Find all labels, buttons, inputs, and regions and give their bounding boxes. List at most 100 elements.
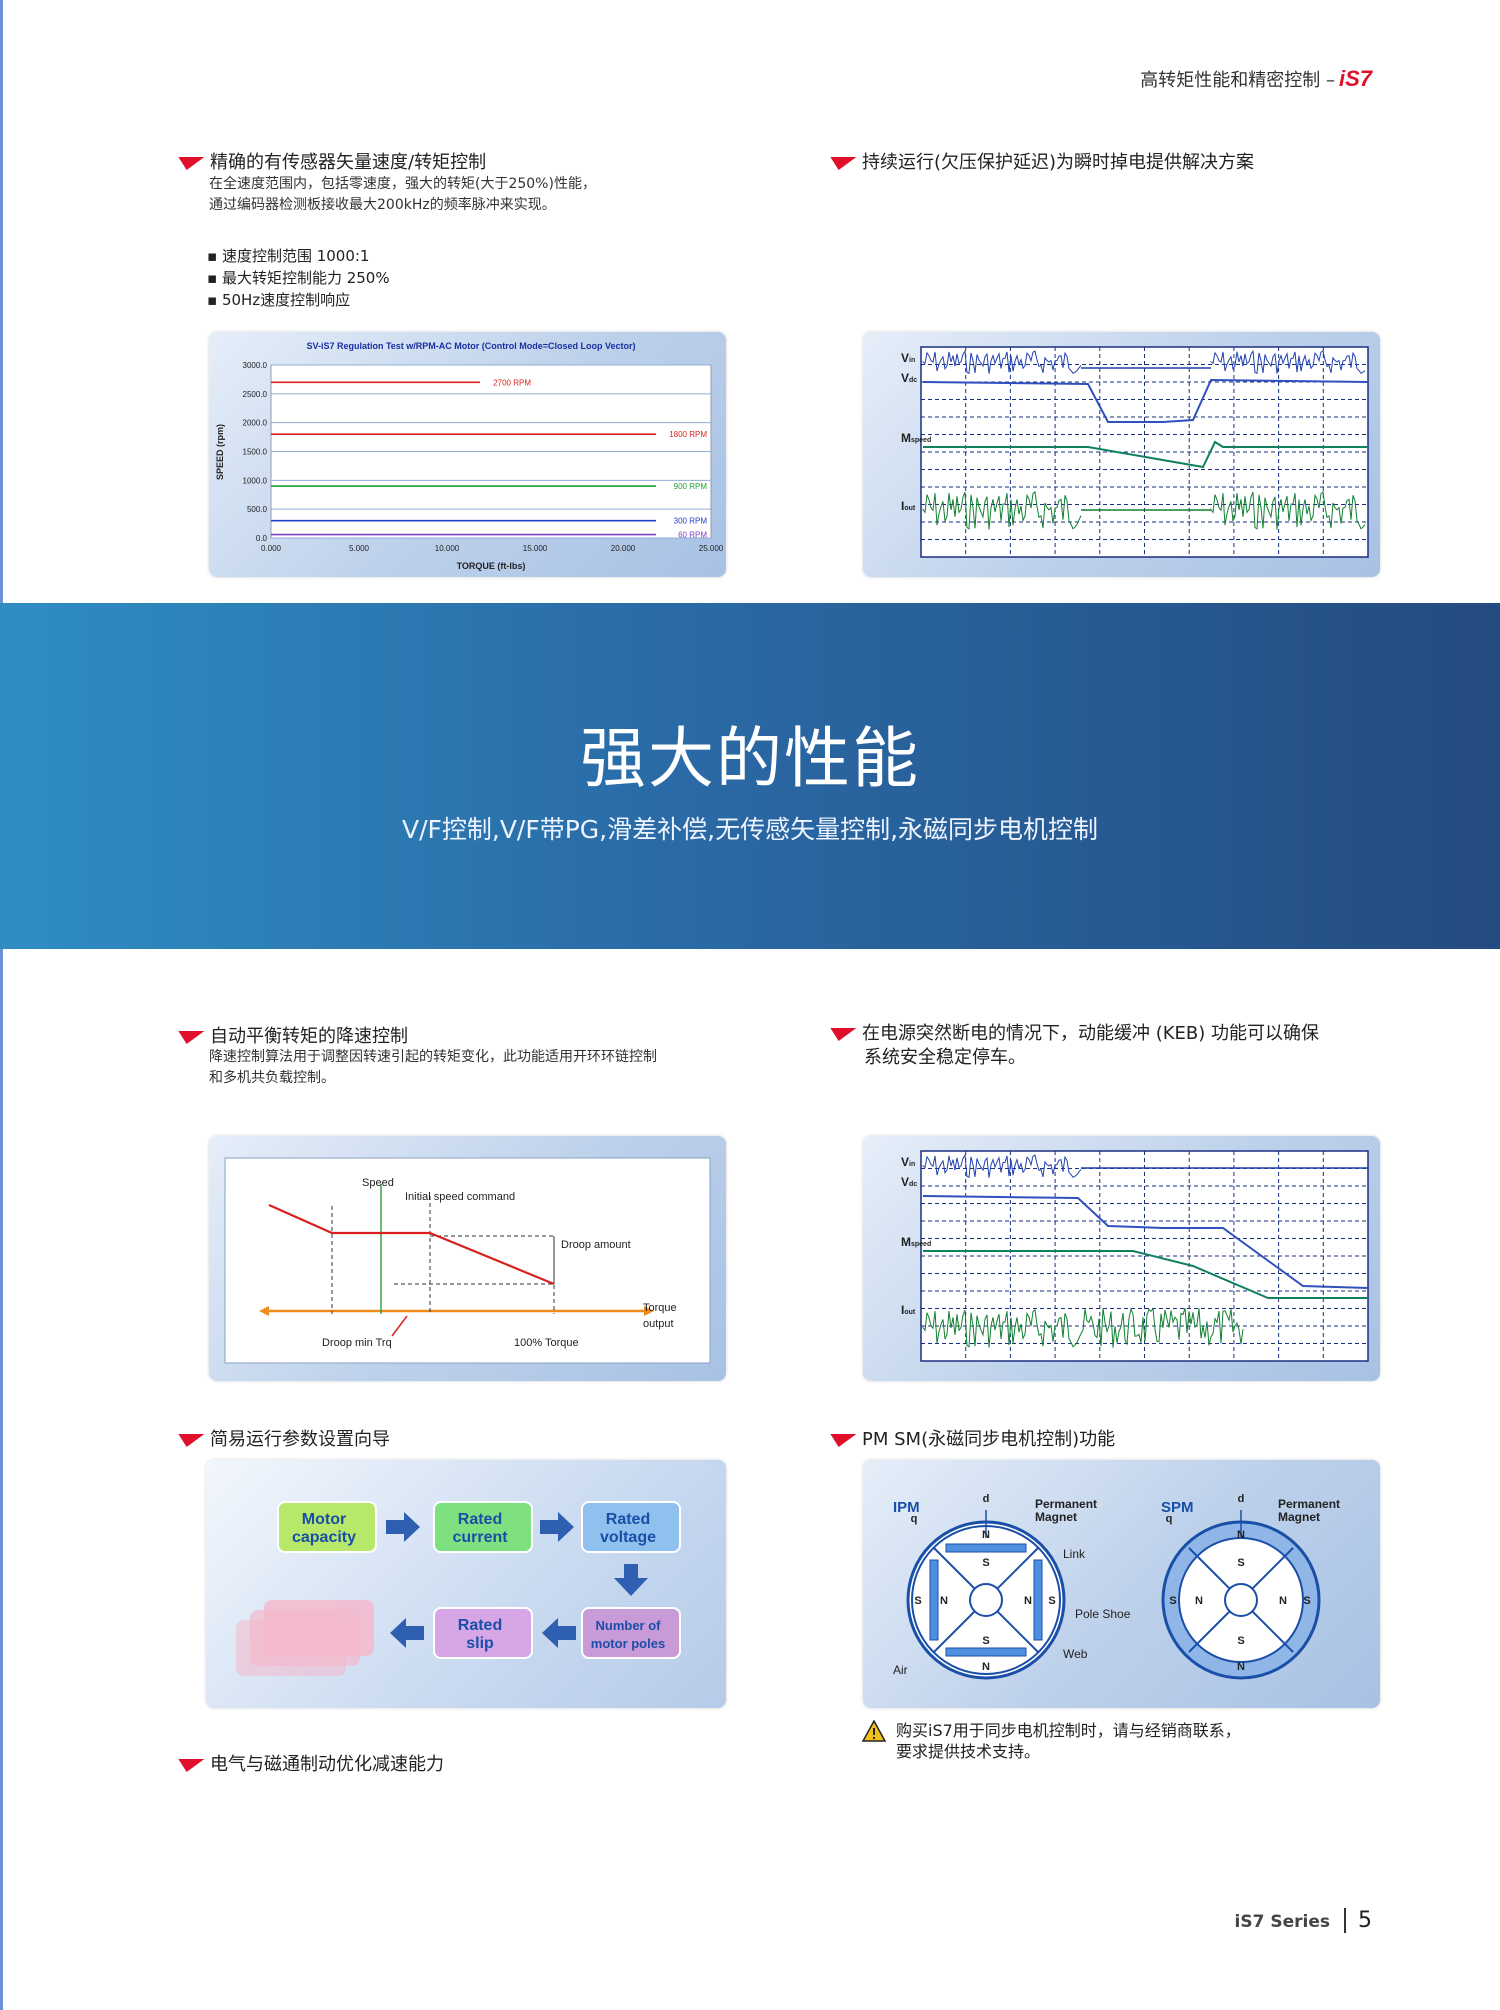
chart-title: SV-iS7 Regulation Test w/RPM-AC Motor (C… bbox=[306, 341, 635, 351]
waveform-label: Vdc bbox=[901, 371, 917, 385]
series-label: 900 RPM bbox=[674, 482, 708, 491]
section-pmsm: PM SM(永磁同步电机控制)功能 bbox=[825, 1425, 1115, 1451]
waveform-label: Iout bbox=[901, 1303, 916, 1317]
d-axis-label: d bbox=[983, 1493, 990, 1505]
pmsm-panel: IPM SPM Permanent Magnet Permanent Magne… bbox=[863, 1460, 1380, 1708]
flow-arrow-icon bbox=[540, 1512, 574, 1542]
pole-label: N bbox=[940, 1595, 948, 1607]
pole-label: S bbox=[1048, 1595, 1055, 1607]
droop-amount-label: Droop amount bbox=[561, 1239, 631, 1251]
desc-line: 通过编码器检测板接收最大200kHz的频率脉冲来实现。 bbox=[209, 197, 556, 213]
speed-droop-line bbox=[268, 1203, 555, 1286]
warning-line: 要求提供技术支持。 bbox=[896, 1742, 1041, 1761]
diagram-background bbox=[224, 1157, 711, 1364]
section-title-cont: 系统安全稳定停车。 bbox=[864, 1047, 1026, 1068]
section-title: 精确的有传感器矢量速度/转矩控制 bbox=[210, 152, 487, 173]
page-header: 高转矩性能和精密控制 –iS7 bbox=[1140, 66, 1372, 92]
svg-text:Motor: Motor bbox=[302, 1511, 346, 1528]
regulation-chart-panel: SV-iS7 Regulation Test w/RPM-AC Motor (C… bbox=[209, 332, 726, 577]
red-arrow-icon bbox=[825, 1027, 857, 1041]
desc-line: 和多机共负载控制。 bbox=[209, 1070, 335, 1086]
pole-label: S bbox=[1303, 1595, 1310, 1607]
initial-speed-label: Initial speed command bbox=[405, 1191, 515, 1203]
pole-label: N bbox=[1237, 1661, 1245, 1673]
bullet-item: ▪ 速度控制范围 1000:1 bbox=[207, 247, 370, 265]
red-arrow-icon bbox=[173, 156, 205, 170]
pole-label: S bbox=[982, 1635, 989, 1647]
magnet-bar bbox=[945, 1647, 1027, 1657]
feature-bullet-list: ▪ 速度控制范围 1000:1 ▪ 最大转矩控制能力 250% ▪ 50Hz速度… bbox=[207, 245, 390, 311]
section-title: 自动平衡转矩的降速控制 bbox=[210, 1026, 408, 1047]
header-brand: iS7 bbox=[1338, 66, 1372, 91]
series-label: 1800 RPM bbox=[669, 430, 707, 439]
bullet-item: ▪ 50Hz速度控制响应 bbox=[207, 291, 351, 309]
y-tick-label: 2000.0 bbox=[243, 419, 268, 428]
web-label: Web bbox=[1063, 1647, 1088, 1661]
pmsm-diagram: IPM SPM Permanent Magnet Permanent Magne… bbox=[893, 1493, 1340, 1680]
pole-label: S bbox=[1237, 1635, 1244, 1647]
waveform-label: Mspeed bbox=[901, 1235, 931, 1249]
output-label: output bbox=[643, 1318, 674, 1330]
d-axis-label: d bbox=[1238, 1493, 1245, 1505]
red-arrow-icon bbox=[173, 1030, 205, 1044]
magnet-bar bbox=[1033, 1559, 1043, 1641]
desc-line: 降速控制算法用于调整因转速引起的转矩变化，此功能适用开环环链控制 bbox=[209, 1049, 657, 1065]
pole-label: S bbox=[914, 1595, 921, 1607]
vin-signal bbox=[922, 349, 1082, 374]
pm-label: Permanent bbox=[1278, 1497, 1340, 1511]
pointer-line bbox=[391, 1315, 408, 1337]
pole-shoe-label: Pole Shoe bbox=[1075, 1607, 1131, 1621]
link-label: Link bbox=[1063, 1547, 1086, 1561]
footer-series: iS7 Series bbox=[1234, 1912, 1330, 1932]
banner-subtitle: V/F控制,V/F带PG,滑差补偿,无传感矢量控制,永磁同步电机控制 bbox=[401, 815, 1099, 844]
waveform-label: Vin bbox=[901, 351, 915, 365]
pole-label: S bbox=[982, 1557, 989, 1569]
regulation-chart: SV-iS7 Regulation Test w/RPM-AC Motor (C… bbox=[215, 341, 724, 571]
left-edge-rule bbox=[0, 0, 3, 2010]
red-arrow-icon bbox=[173, 1433, 205, 1447]
axis-arrow-right bbox=[644, 1306, 654, 1316]
iout-signal bbox=[922, 1307, 1244, 1348]
series-label: 60 RPM bbox=[678, 531, 707, 540]
section-title: 在电源突然断电的情况下，动能缓冲 (KEB) 功能可以确保 bbox=[862, 1023, 1320, 1044]
iout-signal bbox=[922, 490, 1082, 530]
droop-min-label: Droop min Trq bbox=[322, 1337, 392, 1349]
x-tick-label: 5.000 bbox=[349, 544, 370, 553]
warning-line: 购买iS7用于同步电机控制时，请与经销商联系， bbox=[896, 1721, 1241, 1740]
mspeed-signal bbox=[923, 1250, 1368, 1299]
spm-label: SPM bbox=[1161, 1499, 1194, 1516]
series-label: 300 RPM bbox=[674, 517, 708, 526]
section-description: 降速控制算法用于调整因转速引起的转矩变化，此功能适用开环环链控制 和多机共负载控… bbox=[209, 1047, 657, 1089]
droop-diagram: Speed Initial speed command Droop amount… bbox=[224, 1157, 711, 1364]
wizard-flow: MotorcapacityRatedcurrentRatedvoltageNum… bbox=[236, 1501, 681, 1676]
waveform-label: Iout bbox=[901, 499, 916, 513]
section-braking: 电气与磁通制动优化减速能力 bbox=[173, 1750, 444, 1776]
svg-text:Rated: Rated bbox=[458, 1511, 502, 1528]
section-title: 持续运行(欠压保护延迟)为瞬时掉电提供解决方案 bbox=[862, 152, 1255, 173]
magnet-bar bbox=[945, 1543, 1027, 1553]
pct-torque-label: 100% Torque bbox=[514, 1337, 579, 1349]
banner-title: 强大的性能 bbox=[580, 720, 920, 797]
ghost-step-box bbox=[264, 1600, 374, 1656]
red-arrow-icon bbox=[825, 1433, 857, 1447]
scope-grid bbox=[921, 1151, 1368, 1361]
red-arrow-icon bbox=[173, 1758, 205, 1772]
y-tick-label: 3000.0 bbox=[243, 361, 268, 370]
droop-diagram-panel: Speed Initial speed command Droop amount… bbox=[209, 1136, 726, 1381]
header-title: 高转矩性能和精密控制 – bbox=[1140, 70, 1335, 91]
section-keb: 在电源突然断电的情况下，动能缓冲 (KEB) 功能可以确保 系统安全稳定停车。 bbox=[825, 1022, 1320, 1070]
x-axis-label: TORQUE (ft-lbs) bbox=[457, 561, 526, 571]
vdc-signal bbox=[922, 378, 1369, 423]
section-continuous-run: 持续运行(欠压保护延迟)为瞬时掉电提供解决方案 bbox=[825, 148, 1255, 174]
pole-label: N bbox=[1237, 1529, 1245, 1541]
performance-banner bbox=[0, 603, 1500, 949]
pole-label: N bbox=[1024, 1595, 1032, 1607]
series-label: 2700 RPM bbox=[493, 378, 531, 387]
magnet-bar bbox=[929, 1559, 939, 1641]
svg-text:slip: slip bbox=[466, 1635, 494, 1652]
